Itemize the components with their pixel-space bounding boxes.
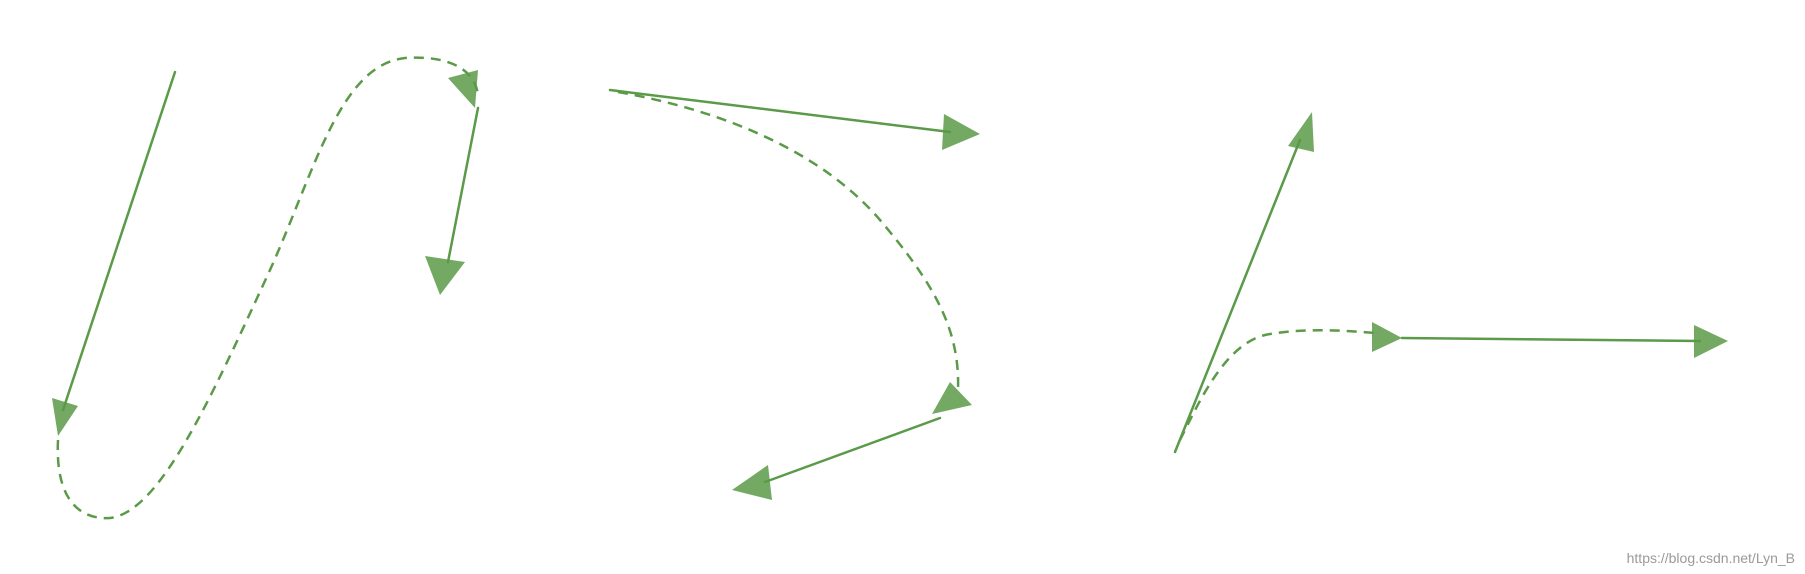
panel-3-mid-arrowhead xyxy=(1372,322,1402,352)
panel-1 xyxy=(52,56,480,520)
panel-2-dashed-curve xyxy=(617,90,960,391)
panel-2-outgoing-arrow-line xyxy=(763,416,942,484)
panel-2-incoming-arrow-line xyxy=(608,88,952,134)
panel-1-outgoing-arrow-line xyxy=(446,106,480,264)
panel-2-mid-arrowhead xyxy=(932,382,972,414)
panel-3-dashed-curve xyxy=(1178,329,1376,441)
panel-3 xyxy=(1173,112,1728,454)
panel-2 xyxy=(608,88,980,500)
panel-1-outgoing-arrowhead xyxy=(425,256,465,295)
panel-1-dashed-curve xyxy=(56,56,480,520)
panel-1-top-arrowhead xyxy=(448,70,478,108)
panel-3-incoming-arrow-line xyxy=(1173,138,1302,454)
panel-2-incoming-arrowhead xyxy=(942,114,980,150)
watermark-text: https://blog.csdn.net/Lyn_B xyxy=(1626,550,1795,566)
panel-2-outgoing-arrowhead xyxy=(732,465,772,500)
panel-3-outgoing-arrow-line xyxy=(1400,336,1702,343)
panel-1-incoming-arrowhead xyxy=(52,398,78,436)
panel-3-incoming-arrowhead xyxy=(1288,112,1314,152)
panel-1-incoming-arrow-line xyxy=(61,70,177,412)
panel-3-outgoing-arrowhead xyxy=(1694,325,1728,358)
